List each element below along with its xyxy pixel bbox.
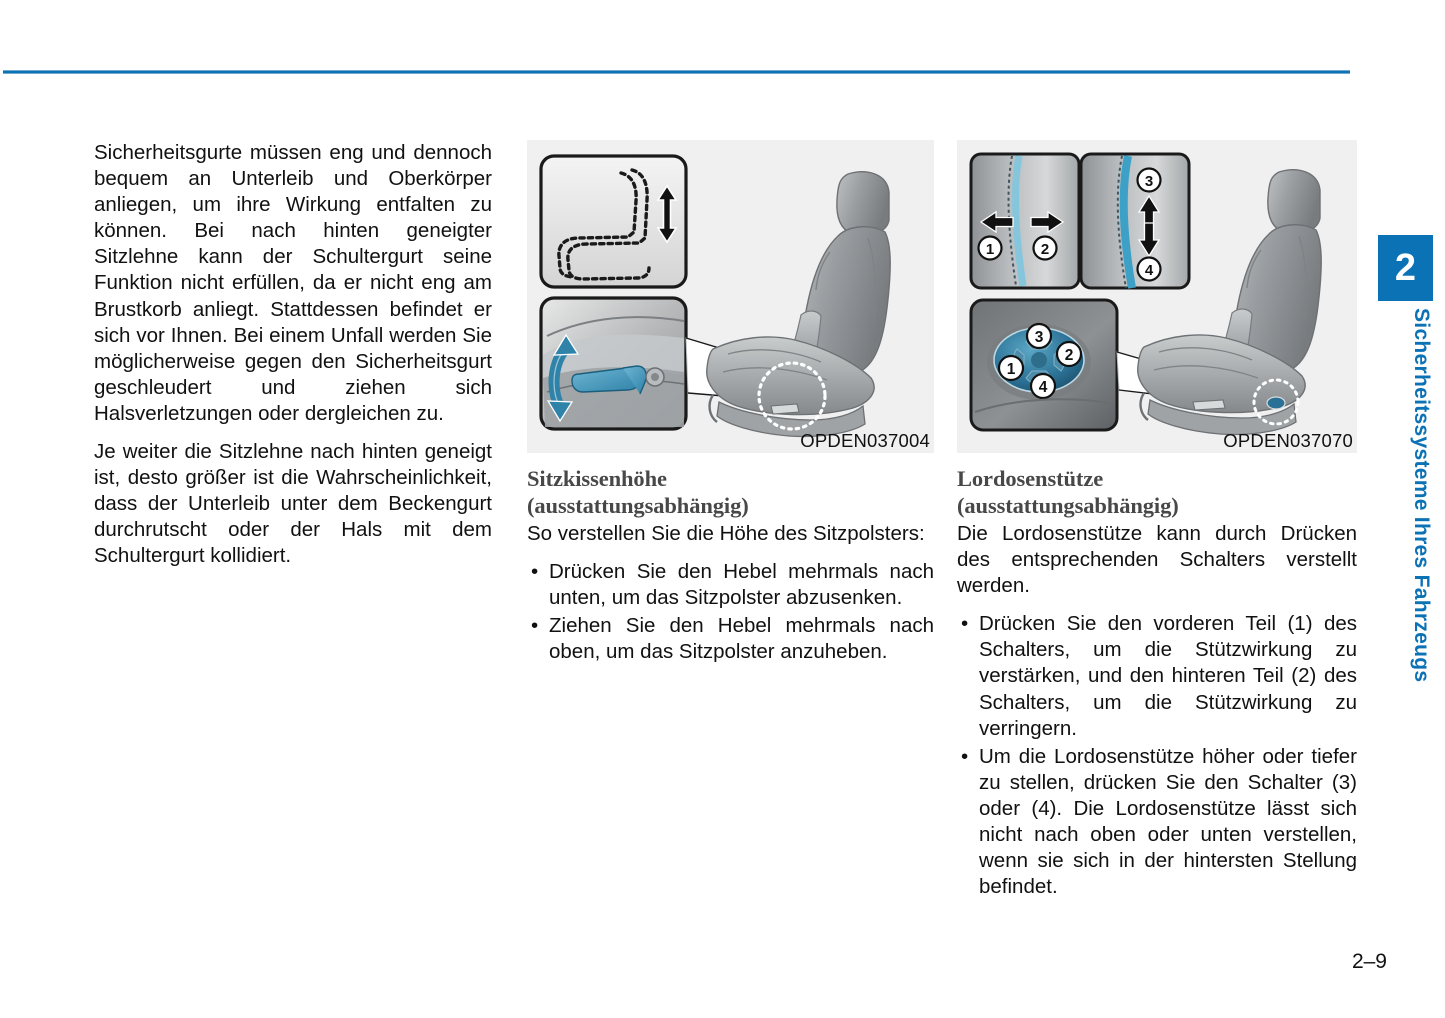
svg-text:2: 2 (1041, 241, 1049, 258)
chapter-number: 2 (1394, 247, 1417, 289)
bullet-icon: • (531, 560, 539, 584)
car-seat-drawing (1137, 169, 1322, 436)
heading-main: Lordosenstütze (957, 466, 1104, 491)
callout-3-switch: 3 (1025, 322, 1053, 350)
svg-text:3: 3 (1035, 329, 1044, 346)
up-down-arrow-icon (656, 184, 678, 244)
list-item-text: Drücken Sie den vorderen Teil (1) des Sc… (979, 612, 1357, 740)
page-number: 2–9 (1351, 950, 1387, 973)
inset-panel-lever-closeup (539, 296, 688, 431)
section-heading-lumbar-support: Lordosenstütze (ausstattungsabhängig) (957, 465, 1357, 519)
heading-sub: (ausstattungsabhängig) (957, 493, 1179, 518)
figure-code-label: OPDEN037004 (800, 430, 930, 451)
chapter-title: Sicherheitssysteme Ihres Fahrzeugs (1410, 308, 1433, 683)
svg-text:4: 4 (1039, 379, 1048, 396)
paragraph-lumbar-intro: Die Lordosenstütze kann durch Drücken de… (957, 522, 1357, 598)
inset-panel-lumbar-vertical: 3 4 (1079, 152, 1191, 290)
inset-panel-lumbar-horizontal: 1 2 (969, 152, 1081, 290)
page-top-rule (3, 70, 1350, 74)
bullet-icon: • (961, 612, 969, 636)
middle-column: OPDEN037004 Sitzkissenhöhe (ausstattungs… (527, 140, 934, 665)
seat-cushion-height-graphic (539, 154, 891, 438)
list-item-text: Ziehen Sie den Hebel mehrmals nach oben,… (549, 614, 934, 664)
svg-text:3: 3 (1145, 173, 1153, 190)
right-arrow-icon (1030, 210, 1065, 234)
callout-1-switch: 1 (997, 354, 1025, 382)
paragraph-recline-risk: Je weiter die Sitzlehne nach hinten gene… (94, 440, 492, 568)
bullet-icon: • (961, 744, 969, 768)
figure-code-label: OPDEN037070 (1223, 430, 1353, 451)
svg-text:2: 2 (1065, 347, 1074, 364)
heading-main: Sitzkissenhöhe (527, 466, 667, 491)
list-item: • Drücken Sie den vorderen Teil (1) des … (957, 611, 1357, 741)
callout-4-switch: 4 (1029, 372, 1057, 400)
seat-cushion-height-figure: OPDEN037004 (527, 140, 934, 453)
lumbar-instruction-list: • Drücken Sie den vorderen Teil (1) des … (957, 611, 1357, 900)
inset-panel-seat-silhouette (539, 154, 688, 289)
lumbar-support-graphic: 1 2 3 (969, 152, 1322, 436)
right-column: 1 2 3 (957, 140, 1357, 900)
list-item: • Um die Lordosenstütze höher oder tiefe… (957, 744, 1357, 901)
section-heading-seat-cushion-height: Sitzkissenhöhe (ausstattungsabhängig) (527, 465, 934, 519)
list-item: • Ziehen Sie den Hebel mehrmals nach obe… (527, 613, 934, 665)
inset-panel-switch-closeup: 3 2 1 4 (969, 298, 1119, 432)
callout-2: 2 (1032, 235, 1058, 261)
lumbar-support-figure: 1 2 3 (957, 140, 1357, 453)
svg-text:1: 1 (986, 241, 994, 258)
left-arrow-icon (979, 210, 1014, 234)
paragraph-seatbelt-fit: Sicherheitsgurte müssen eng und dennoch … (94, 141, 492, 425)
callout-4: 4 (1136, 256, 1162, 282)
left-text-column: Sicherheitsgurte müssen eng und dennoch … (94, 140, 492, 570)
chapter-tab: 2 (1378, 235, 1433, 301)
list-item-text: Drücken Sie den Hebel mehrmals nach unte… (549, 560, 934, 610)
list-item-text: Um die Lordosenstütze höher oder tiefer … (979, 744, 1357, 899)
svg-text:1: 1 (1007, 361, 1016, 378)
car-seat-drawing (706, 171, 891, 438)
callout-2-switch: 2 (1055, 340, 1083, 368)
callout-1: 1 (977, 235, 1003, 261)
list-item: • Drücken Sie den Hebel mehrmals nach un… (527, 559, 934, 611)
down-arrow-icon (1137, 222, 1161, 258)
heading-sub: (ausstattungsabhängig) (527, 493, 749, 518)
bullet-icon: • (531, 614, 539, 638)
svg-text:4: 4 (1145, 262, 1154, 279)
seat-cushion-instruction-list: • Drücken Sie den Hebel mehrmals nach un… (527, 559, 934, 665)
paragraph-seat-cushion-intro: So verstellen Sie die Höhe des Sitzpolst… (527, 522, 925, 545)
callout-3: 3 (1136, 167, 1162, 193)
